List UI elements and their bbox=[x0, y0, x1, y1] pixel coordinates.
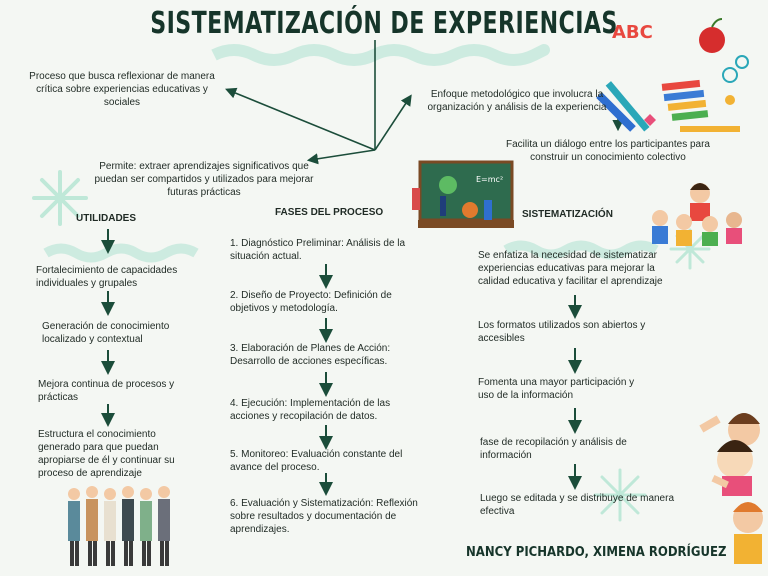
fases-header: FASES DEL PROCESO bbox=[275, 207, 384, 218]
fase-item: 6. Evaluación y Sistematización: Reflexi… bbox=[230, 498, 418, 535]
sistematizacion-item: fase de recopilación y análisis de infor… bbox=[480, 437, 627, 461]
kids-corner-illustration bbox=[699, 413, 763, 564]
utilidad-item: Estructura el conocimiento generado para… bbox=[38, 429, 175, 479]
teachers-illustration bbox=[68, 486, 170, 566]
fase-item: 4. Ejecución: Implementación de las acci… bbox=[230, 398, 391, 422]
utilidades-header: UTILIDADES bbox=[76, 213, 136, 224]
abc-letters: ABC bbox=[612, 22, 653, 43]
left-wave bbox=[43, 243, 199, 263]
sistematizacion-item: Luego se editada y se distribuye de mane… bbox=[480, 493, 675, 517]
authors: NANCY PICHARDO, XIMENA RODRÍGUEZ bbox=[466, 545, 727, 560]
students-illustration bbox=[652, 183, 742, 246]
classroom-illustration: E=mc² bbox=[412, 160, 514, 228]
right-wave bbox=[503, 240, 659, 260]
star-left bbox=[32, 170, 88, 226]
title-wave bbox=[211, 44, 550, 66]
utilidad-item: Fortalecimiento de capacidades individua… bbox=[36, 265, 178, 289]
sistematizacion-item: Los formatos utilizados son abiertos y a… bbox=[478, 320, 646, 344]
utilidad-item: Mejora continua de procesos y prácticas bbox=[38, 379, 175, 403]
definition-text: Proceso que busca reflexionar de manera … bbox=[29, 71, 215, 108]
dialogue-text: Facilita un diálogo entre los participan… bbox=[505, 139, 710, 163]
sistematizacion-item: Fomenta una mayor participación y uso de… bbox=[478, 377, 635, 401]
fase-item: 5. Monitoreo: Evaluación constante del a… bbox=[230, 449, 403, 473]
fase-item: 3. Elaboración de Planes de Acción: Desa… bbox=[230, 343, 391, 367]
approach-text: Enfoque metodológico que involucra la or… bbox=[427, 89, 607, 113]
school-supplies-illustration bbox=[596, 18, 749, 132]
sistematizacion-item: Se enfatiza la necesidad de sistematizar… bbox=[478, 250, 663, 287]
sistematizacion-header: SISTEMATIZACIÓN bbox=[522, 209, 613, 220]
allows-text: Permite: extraer aprendizajes significat… bbox=[94, 161, 314, 198]
svg-text:E=mc²: E=mc² bbox=[476, 175, 503, 184]
fase-item: 2. Diseño de Proyecto: Definición de obj… bbox=[230, 290, 392, 314]
fase-item: 1. Diagnóstico Preliminar: Análisis de l… bbox=[230, 238, 406, 262]
utilidad-item: Generación de conocimiento localizado y … bbox=[42, 321, 170, 345]
star-bottom bbox=[593, 468, 647, 522]
page-title: SISTEMATIZACIÓN DE EXPERIENCIAS bbox=[150, 6, 618, 41]
